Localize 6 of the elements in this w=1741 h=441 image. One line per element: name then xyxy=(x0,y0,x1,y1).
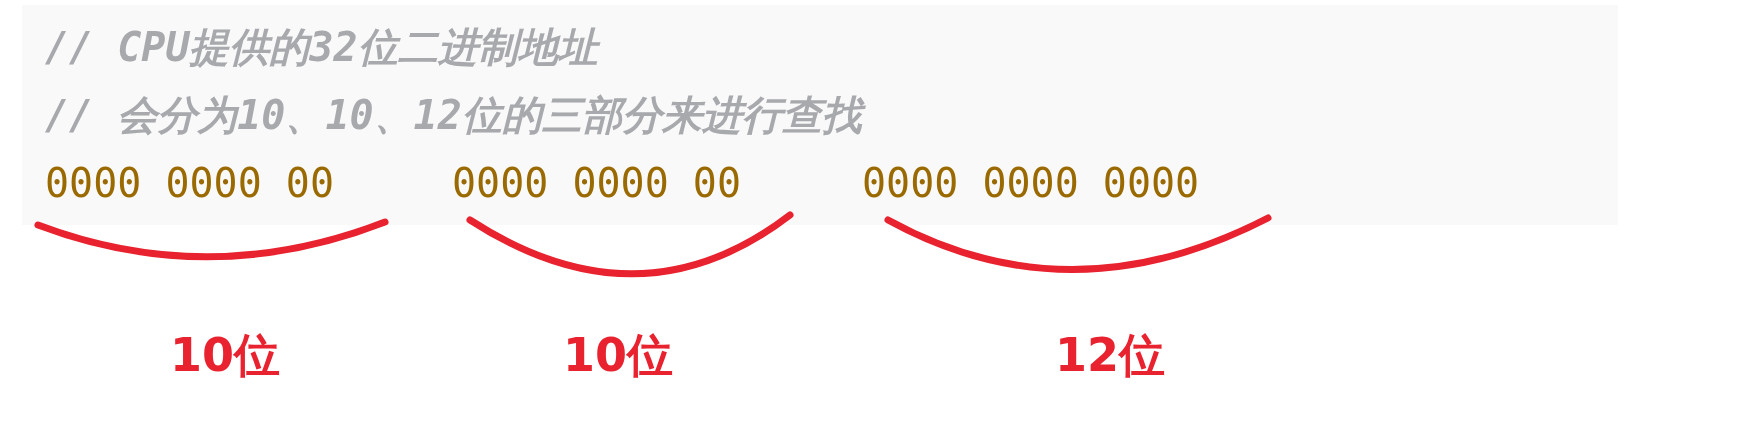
binary-digits: 0000 0000 00 xyxy=(45,160,334,206)
binary-digits: 0000 0000 0000 xyxy=(862,160,1200,206)
binary-digits: 0000 0000 00 xyxy=(452,160,741,206)
bit-count-label: 10位 xyxy=(563,327,673,384)
bit-count-label: 12位 xyxy=(1055,327,1165,384)
bit-count-label: 10位 xyxy=(170,327,280,384)
